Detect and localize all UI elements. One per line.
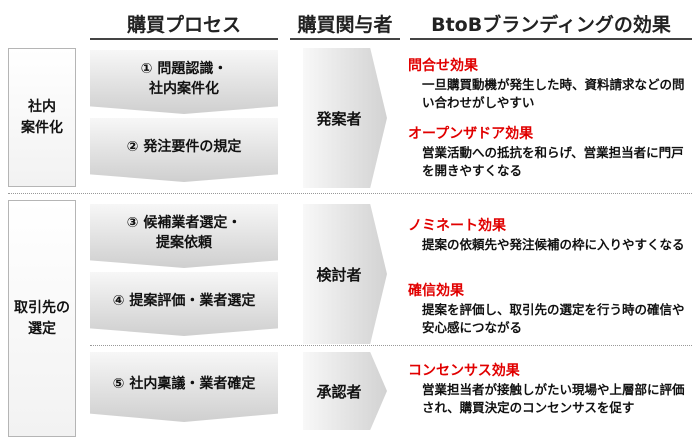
effect-desc-nominate: 提案の依頼先や発注候補の枠に入りやすくなる [422, 237, 685, 252]
stage-divider [8, 193, 692, 194]
effects-header-underline [410, 38, 692, 40]
effect-desc-open-door: 営業活動への抵抗を和らげ、営業担当者に門戸を開きやすくなる [422, 145, 684, 179]
effect-title-nominate: ノミネート効果 [408, 218, 506, 234]
effect-title-open-door: オープンザドア効果 [408, 126, 534, 142]
effect-title-conviction: 確信効果 [408, 283, 464, 299]
process-step-label: ② 発注要件の規定 [126, 139, 242, 156]
effect-desc-conviction: 提案を評価し、取引先の選定を行う時の確信や安心感につながる [422, 302, 685, 336]
actor-approver: 承認者 [303, 352, 387, 430]
actor-label: 検討者 [316, 265, 362, 284]
stage-internal-case: 社内 案件化 [8, 48, 76, 187]
effect-title-consensus: コンセンサス効果 [408, 363, 520, 379]
process-step-label: ④ 提案評価・業者選定 [112, 293, 256, 310]
stage-label: 取引先の 選定 [14, 300, 70, 337]
process-step-3: ③ 候補業者選定・ 提案依頼 [90, 204, 278, 268]
effects-column-header: BtoBブランディングの効果 [431, 14, 671, 36]
effect-desc-inquiry: 一旦購買動機が発生した時、資料請求などの問い合わせがしやすい [422, 77, 685, 111]
stage-supplier-selection: 取引先の 選定 [8, 200, 76, 437]
actors-column-header: 購買関与者 [297, 14, 393, 36]
process-step-4: ④ 提案評価・業者選定 [90, 272, 278, 336]
actor-reviewer: 検討者 [303, 204, 387, 344]
effect-desc-consensus: 営業担当者が接触しがたい現場や上層部に評価され、購買決定のコンセンサスを促す [422, 382, 685, 416]
process-column-header: 購買プロセス [126, 14, 241, 36]
process-step-label: ③ 候補業者選定・ 提案依頼 [126, 215, 242, 251]
actor-label: 承認者 [316, 382, 362, 401]
actor-label: 発案者 [316, 109, 362, 128]
process-header-underline [90, 38, 278, 40]
actor-proposer: 発案者 [303, 48, 387, 188]
stage-divider [90, 345, 692, 346]
process-step-5: ⑤ 社内稟議・業者確定 [90, 352, 278, 422]
process-step-label: ① 問題認識・ 社内案件化 [140, 61, 228, 97]
actors-header-underline [290, 38, 400, 40]
process-step-label: ⑤ 社内稟議・業者確定 [112, 376, 256, 393]
stage-label: 社内 案件化 [21, 99, 63, 136]
effect-title-inquiry: 問合せ効果 [408, 58, 478, 74]
process-step-1: ① 問題認識・ 社内案件化 [90, 50, 278, 114]
process-step-2: ② 発注要件の規定 [90, 118, 278, 182]
